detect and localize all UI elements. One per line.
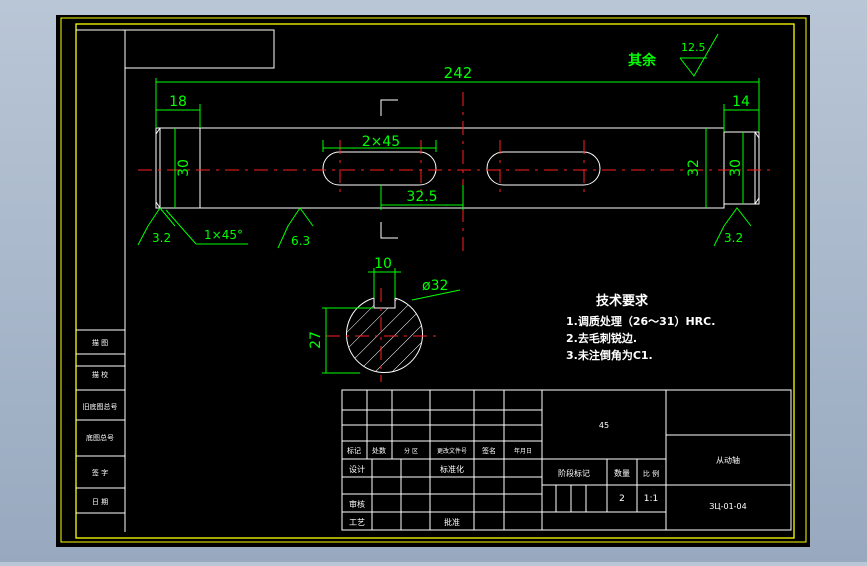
code-box bbox=[124, 29, 275, 69]
svg-text:签名: 签名 bbox=[482, 446, 496, 455]
shaft-outline bbox=[155, 127, 760, 209]
dim-left: 18 bbox=[156, 94, 201, 128]
dim-keypos: 32.5 bbox=[380, 185, 464, 210]
svg-text:技术要求: 技术要求 bbox=[596, 293, 649, 309]
svg-text:年月日: 年月日 bbox=[514, 447, 532, 455]
svg-text:3.2: 3.2 bbox=[152, 231, 171, 245]
svg-text:1.调质处理（26～31）HRC.: 1.调质处理（26～31）HRC. bbox=[566, 314, 715, 328]
svg-text:3.2: 3.2 bbox=[724, 231, 743, 245]
roughness-mid: 6.3 bbox=[277, 207, 314, 249]
tech-requirements: 技术要求 1.调质处理（26～31）HRC. 2.去毛刺锐边. 3.未注倒角为C… bbox=[566, 293, 715, 362]
dim-dia-right: 30 bbox=[728, 132, 744, 204]
svg-text:更改文件号: 更改文件号 bbox=[437, 447, 467, 455]
section-mark-bottom bbox=[380, 222, 398, 239]
svg-text:14: 14 bbox=[732, 94, 750, 110]
strip-label: 旧底图总号 bbox=[83, 402, 118, 411]
dim-right: 14 bbox=[723, 94, 759, 132]
keyway-2 bbox=[486, 151, 601, 186]
svg-text:30: 30 bbox=[176, 159, 192, 177]
svg-text:设计: 设计 bbox=[349, 464, 365, 474]
dim-dia-mid: 32 bbox=[686, 128, 707, 208]
svg-text:6.3: 6.3 bbox=[291, 234, 310, 248]
strip-label: 签 字 bbox=[92, 468, 108, 477]
drawing-number: ЗЦ-01-04 bbox=[709, 502, 746, 511]
sheet-background bbox=[56, 15, 810, 547]
svg-text:批准: 批准 bbox=[444, 517, 460, 527]
dim-dia-left: 30 bbox=[174, 128, 192, 208]
svg-text:1×45°: 1×45° bbox=[204, 228, 243, 242]
part-name: 从动轴 bbox=[716, 455, 740, 465]
strip-label: 底图总号 bbox=[86, 433, 114, 442]
svg-text:3.未注倒角为C1.: 3.未注倒角为C1. bbox=[566, 348, 653, 362]
strip-label: 描 图 bbox=[92, 338, 108, 347]
keyway-1 bbox=[322, 151, 437, 186]
svg-text:阶段标记: 阶段标记 bbox=[558, 468, 590, 478]
svg-text:12.5: 12.5 bbox=[681, 41, 706, 54]
svg-text:2: 2 bbox=[619, 494, 625, 504]
svg-text:18: 18 bbox=[169, 94, 187, 110]
svg-text:30: 30 bbox=[728, 159, 744, 177]
roughness-note: 其余 bbox=[628, 52, 657, 69]
svg-text:10: 10 bbox=[374, 256, 392, 272]
svg-text:标记: 标记 bbox=[347, 446, 361, 455]
title-block: 标记 处数 分 区 更改文件号 签名 年月日 设计 标准化 审核 工艺 批准 4… bbox=[341, 389, 792, 531]
svg-text:分 区: 分 区 bbox=[404, 447, 418, 455]
chamfer-leader: 1×45° bbox=[165, 209, 248, 245]
svg-text:审核: 审核 bbox=[349, 499, 365, 509]
strip-label: 描 校 bbox=[92, 370, 108, 379]
roughness-symbol-top: 12.5 bbox=[679, 33, 719, 77]
svg-text:标准化: 标准化 bbox=[440, 464, 464, 474]
svg-text:32: 32 bbox=[686, 159, 702, 177]
svg-text:2×45: 2×45 bbox=[362, 134, 400, 150]
svg-text:242: 242 bbox=[444, 64, 473, 82]
svg-text:处数: 处数 bbox=[372, 446, 386, 455]
outer-border bbox=[60, 17, 807, 543]
svg-text:比 例: 比 例 bbox=[643, 469, 659, 478]
svg-text:数量: 数量 bbox=[614, 468, 630, 478]
section-mark-top bbox=[380, 99, 398, 116]
svg-text:27: 27 bbox=[308, 331, 324, 349]
roughness-right: 3.2 bbox=[713, 207, 752, 247]
svg-text:32.5: 32.5 bbox=[406, 189, 437, 205]
dim-overall: 242 bbox=[155, 64, 760, 132]
inner-border bbox=[75, 23, 795, 539]
left-strip: 描 图 描 校 旧底图总号 底图总号 签 字 日 期 bbox=[76, 29, 126, 532]
material-cell: 45 bbox=[599, 421, 609, 430]
svg-text:ø32: ø32 bbox=[422, 278, 448, 294]
svg-text:1:1: 1:1 bbox=[644, 494, 658, 504]
strip-label: 日 期 bbox=[92, 498, 108, 506]
svg-text:工艺: 工艺 bbox=[349, 518, 365, 527]
svg-text:2.去毛刺锐边.: 2.去毛刺锐边. bbox=[566, 331, 637, 345]
dim-keyway: 2×45 bbox=[322, 134, 437, 152]
roughness-left: 3.2 bbox=[137, 207, 176, 246]
section-view: 10 ø32 27 bbox=[308, 256, 461, 382]
